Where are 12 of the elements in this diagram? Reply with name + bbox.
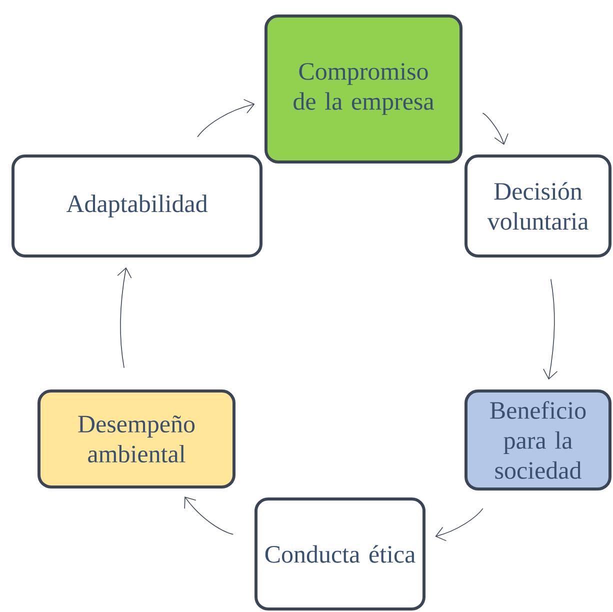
- process-box: Desempeño ambiental: [38, 390, 236, 488]
- process-box: Beneficio para la sociedad: [464, 390, 612, 490]
- arrow: [482, 112, 508, 145]
- process-box: Conducta ética: [254, 498, 426, 610]
- arrow: [184, 496, 234, 535]
- arrow: [435, 508, 484, 542]
- process-box: Decisión voluntaria: [464, 154, 612, 258]
- process-box: Compromiso de la empresa: [264, 14, 462, 164]
- process-box: Adaptabilidad: [12, 154, 262, 258]
- arrow: [117, 267, 132, 368]
- arrow: [543, 278, 558, 380]
- arrow: [197, 99, 255, 138]
